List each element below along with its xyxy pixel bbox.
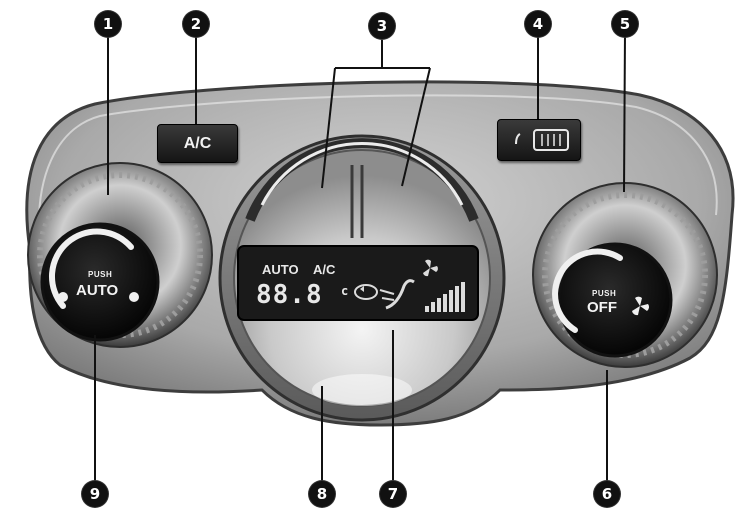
display-fan-icon	[423, 259, 438, 277]
callout-2: 2	[183, 11, 209, 37]
right-knob-push-label: PUSH	[592, 289, 617, 298]
lcd-auto-label: AUTO	[262, 262, 299, 277]
fan-speed-bar	[425, 306, 429, 312]
callout-9: 9	[82, 481, 108, 507]
callout-8: 8	[309, 481, 335, 507]
rear-defrost-button[interactable]	[497, 119, 581, 161]
rear-defrost-icon	[515, 129, 569, 151]
left-knob-push-label: PUSH	[88, 270, 113, 279]
ac-button-label: A/C	[183, 134, 212, 152]
ac-button[interactable]: A/C	[157, 124, 238, 163]
fan-speed-bars	[425, 282, 465, 312]
fan-speed-bar	[449, 290, 453, 312]
callout-6: 6	[594, 481, 620, 507]
leader-lines	[94, 31, 626, 492]
auto-label: AUTO	[76, 282, 119, 299]
callout-1: 1	[95, 11, 121, 37]
recirculation-icon	[354, 284, 378, 300]
off-label: OFF	[587, 299, 617, 316]
lcd-display	[237, 245, 479, 321]
fan-speed-bar	[461, 282, 465, 312]
temperature-unit: c	[341, 284, 349, 298]
fan-speed-bar	[455, 286, 459, 312]
fan-speed-bar	[437, 298, 441, 312]
left-knob[interactable]	[27, 162, 213, 348]
callout-7: 7	[380, 481, 406, 507]
callout-5: 5	[612, 11, 638, 37]
fan-speed-bar	[443, 294, 447, 312]
lcd-ac-label: A/C	[313, 262, 336, 277]
callout-3: 3	[369, 13, 395, 39]
fan-speed-bar	[431, 302, 435, 312]
right-knob[interactable]	[532, 182, 718, 368]
temperature-readout: 88.8	[256, 280, 323, 310]
airflow-mode-icon	[379, 279, 415, 310]
callout-4: 4	[525, 11, 551, 37]
